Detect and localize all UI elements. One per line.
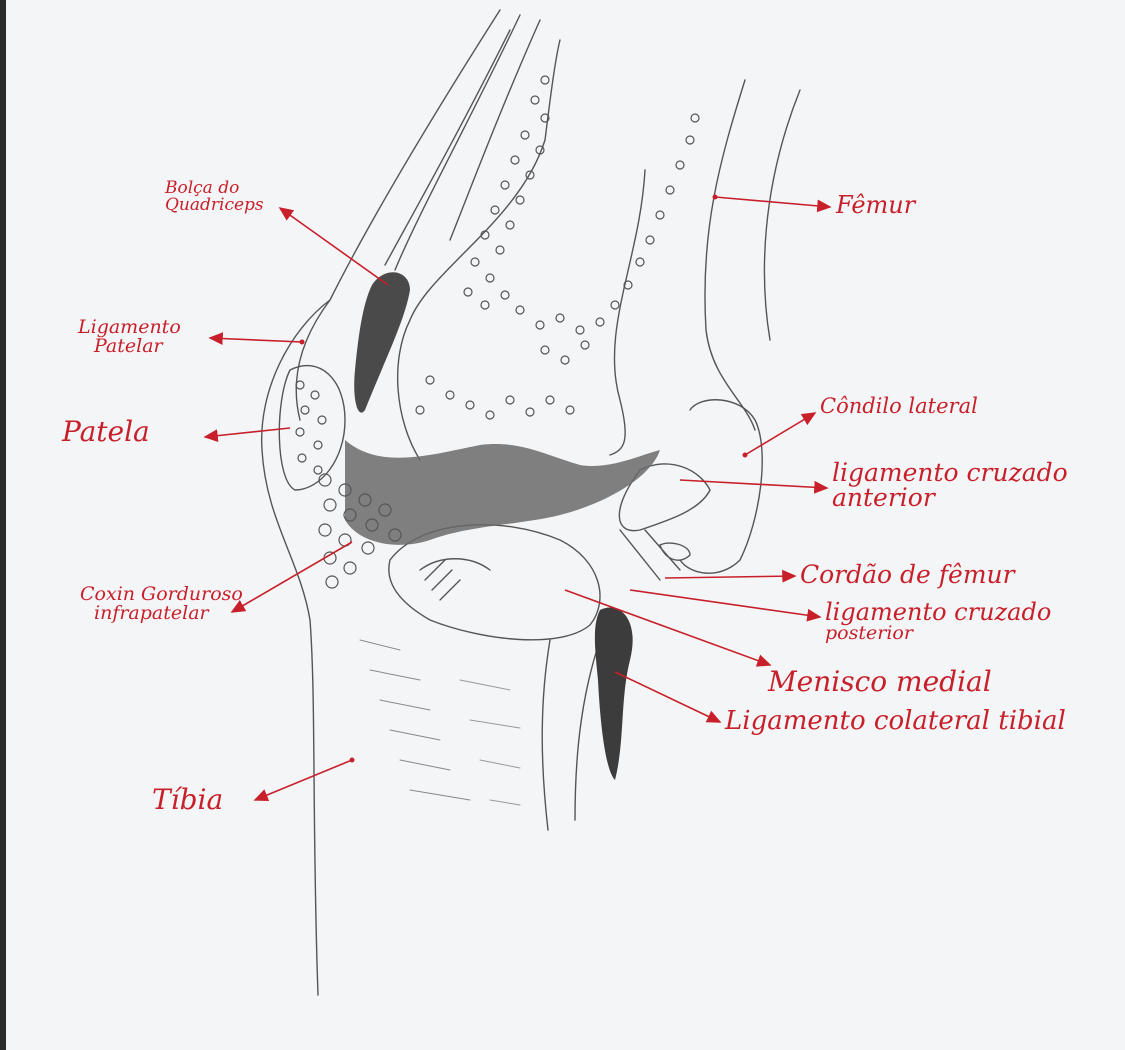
label-bolsa-quadriceps: Bolça do Quadriceps bbox=[165, 180, 264, 214]
label-femur: Fêmur bbox=[836, 193, 915, 217]
label-lcp-line2: posterior bbox=[825, 624, 1051, 643]
posterior-shade bbox=[595, 607, 633, 780]
tibia-outline bbox=[542, 640, 550, 830]
leader-ligamento-patelar bbox=[210, 338, 302, 342]
label-cordao-line1: Cordão de fêmur bbox=[800, 562, 1015, 587]
label-bolsa-line2: Quadriceps bbox=[165, 197, 264, 214]
leader-bolsa bbox=[280, 208, 388, 285]
leader-coxin bbox=[232, 542, 352, 612]
label-coxin-line2: infrapatelar bbox=[80, 604, 243, 623]
label-femur-line1: Fêmur bbox=[836, 193, 915, 217]
leader-femur bbox=[715, 197, 830, 207]
label-lca-line2: anterior bbox=[832, 485, 1068, 510]
leader-tibia bbox=[255, 760, 352, 800]
label-tibia: Tíbia bbox=[152, 786, 223, 814]
label-condilo-line1: Côndilo lateral bbox=[820, 396, 978, 417]
label-ligamento-patelar-line2: Patelar bbox=[78, 337, 181, 356]
label-cordao-femur: Cordão de fêmur bbox=[800, 562, 1015, 587]
label-menisco-medial: Menisco medial bbox=[768, 668, 992, 696]
leader-cordao bbox=[665, 576, 795, 578]
leader-patela bbox=[205, 428, 290, 437]
leader-condilo bbox=[745, 413, 815, 455]
label-menisco-line1: Menisco medial bbox=[768, 668, 992, 696]
label-condilo-lateral: Côndilo lateral bbox=[820, 396, 978, 417]
label-tibia-line1: Tíbia bbox=[152, 786, 223, 814]
label-patela-line1: Patela bbox=[62, 418, 150, 446]
femur-outline bbox=[398, 40, 560, 460]
label-patela: Patela bbox=[62, 418, 150, 446]
lateral-condyle-outline bbox=[680, 400, 762, 573]
label-colateral-line1: Ligamento colateral tibial bbox=[725, 708, 1066, 734]
label-ligamento-cruzado-anterior: ligamento cruzado anterior bbox=[832, 460, 1068, 510]
leader-colateral bbox=[615, 672, 720, 722]
label-coxin-gorduroso: Coxin Gorduroso infrapatelar bbox=[80, 585, 243, 623]
label-ligamento-cruzado-posterior: ligamento cruzado posterior bbox=[825, 600, 1051, 643]
leader-lcp bbox=[630, 590, 820, 617]
label-lcp-line1: ligamento cruzado bbox=[825, 600, 1051, 624]
leader-lca bbox=[680, 480, 827, 488]
label-ligamento-patelar: Ligamento Patelar bbox=[78, 318, 181, 356]
label-ligamento-colateral-tibial: Ligamento colateral tibial bbox=[725, 708, 1066, 734]
label-lca-line1: ligamento cruzado bbox=[832, 460, 1068, 485]
